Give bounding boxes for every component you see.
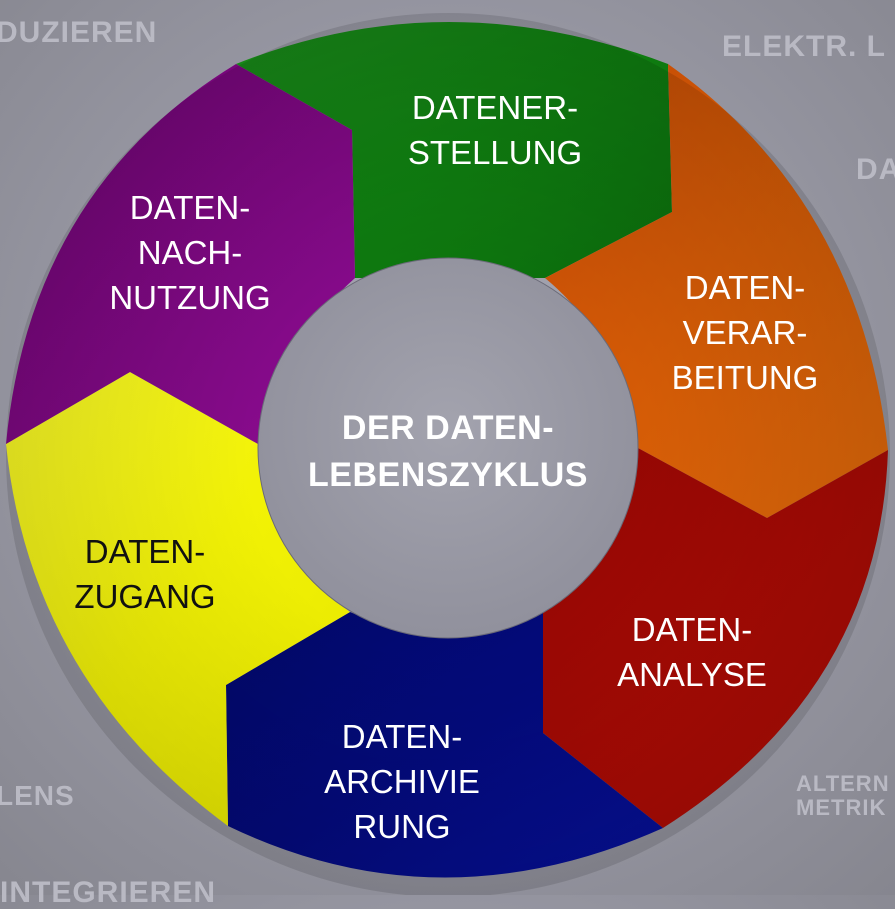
center-hub xyxy=(257,257,639,639)
center-title-line: LEBENSZYKLUS xyxy=(308,455,588,494)
center-title-line: DER DATEN- xyxy=(341,409,555,447)
center-title: DER DATEN- LEBENSZYKLUS xyxy=(258,405,638,499)
